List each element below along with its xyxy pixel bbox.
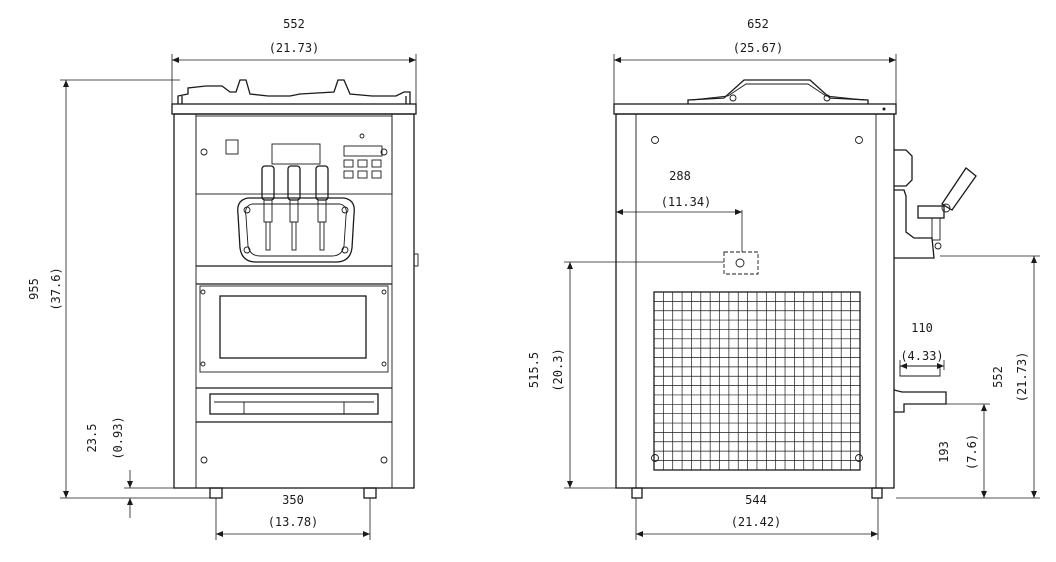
- side-drip-tray: [893, 389, 947, 413]
- front-height-in: (37.6): [49, 267, 63, 310]
- port-height-mm: 515.5: [527, 352, 541, 388]
- tray-depth-in: (4.33): [900, 349, 943, 363]
- side-dispenser-body: [894, 189, 935, 259]
- side-handle: [941, 167, 977, 211]
- dispenser-head: [271, 143, 321, 165]
- power-switch-icon: [225, 139, 239, 155]
- tray-height-in: (7.6): [965, 434, 979, 470]
- front-width-in: (21.73): [269, 41, 320, 55]
- side-spout: [917, 205, 945, 219]
- side-cabinet: [615, 113, 895, 489]
- front-top-cap: [171, 103, 417, 115]
- spout-height-in: (21.73): [1015, 352, 1029, 403]
- front-foot-span-in: (13.78): [268, 515, 319, 529]
- side-foot-right: [871, 487, 883, 499]
- ventilation-grille: [653, 291, 861, 471]
- spout-height-mm: 552: [991, 366, 1005, 388]
- front-control-panel: [195, 115, 393, 195]
- front-foot-gap-in: (0.93): [111, 416, 125, 459]
- side-panel-bulge: [894, 149, 913, 187]
- side-width-in: (25.67): [733, 41, 784, 55]
- port-offset-mm: 288: [669, 169, 691, 183]
- side-foot-span-mm: 544: [745, 493, 767, 507]
- front-foot-gap-mm: 23.5: [85, 424, 99, 453]
- drip-tray: [209, 393, 379, 415]
- front-foot-left: [209, 487, 223, 499]
- port-height-in: (20.3): [551, 348, 565, 391]
- side-foot-span-in: (21.42): [731, 515, 782, 529]
- side-top-cap: [613, 103, 897, 115]
- tray-height-mm: 193: [937, 441, 951, 463]
- side-width-mm: 652: [747, 17, 769, 31]
- front-window-frame: [199, 285, 389, 373]
- front-foot-right: [363, 487, 377, 499]
- front-hopper-lids: [177, 79, 411, 104]
- dispenser-plate: [237, 197, 355, 263]
- front-cabinet: [173, 113, 415, 489]
- front-foot-span-mm: 350: [282, 493, 304, 507]
- front-height-mm: 955: [27, 278, 41, 300]
- front-view: 552 (21.73) 955 (37.6) 23.5 (0.93) 350 (…: [27, 17, 419, 540]
- front-width-mm: 552: [283, 17, 305, 31]
- connection-port: [723, 251, 759, 275]
- tray-depth-mm: 110: [911, 321, 933, 335]
- side-view: 652 (25.67) 288 (11.34) 515.5 (20.3) 110…: [527, 17, 1040, 540]
- port-offset-in: (11.34): [661, 195, 712, 209]
- display-screen: [343, 145, 383, 157]
- side-foot-left: [631, 487, 643, 499]
- dispense-handles: [261, 165, 329, 251]
- front-window: [219, 295, 367, 359]
